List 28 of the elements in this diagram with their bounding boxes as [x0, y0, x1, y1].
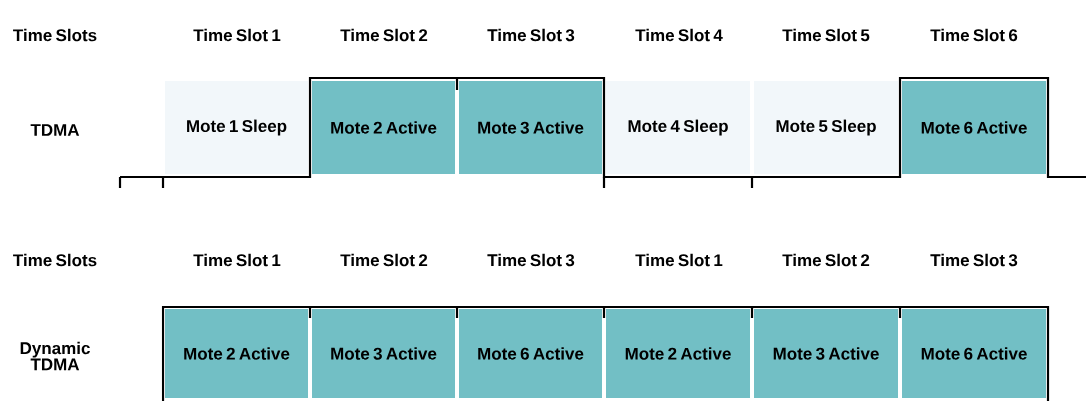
header-label: Time Slot 3 — [487, 28, 575, 42]
slot-box: Mote 2 Active — [165, 309, 308, 398]
slot-box: Mote 3 Active — [754, 309, 898, 398]
slot-box: Mote 5 Sleep — [754, 81, 898, 174]
slot-box: Mote 3 Active — [312, 309, 455, 398]
header-label: TDMA — [30, 124, 80, 136]
header-label: Time Slot 1 — [193, 28, 281, 42]
header-label: Time Slot 3 — [487, 253, 575, 267]
slot-box: Mote 2 Active — [312, 81, 455, 174]
header-label: Time Slot 6 — [930, 28, 1018, 42]
header-label: Time Slot 3 — [930, 253, 1018, 267]
header-label: Dynamic TDMA — [20, 341, 90, 371]
header-label: Time Slots — [13, 28, 97, 42]
header-label: Time Slots — [13, 253, 97, 267]
header-label: Time Slot 2 — [340, 253, 428, 267]
header-label: Time Slot 1 — [635, 253, 723, 267]
slot-box: Mote 3 Active — [459, 81, 602, 174]
header-label: Time Slot 5 — [782, 28, 870, 42]
header-label: Time Slot 1 — [193, 253, 281, 267]
header-label: Time Slot 4 — [635, 28, 723, 42]
header-label: Time Slot 2 — [340, 28, 428, 42]
header-label: Time Slot 2 — [782, 253, 870, 267]
slot-box: Mote 1 Sleep — [165, 81, 308, 174]
slot-box: Mote 6 Active — [459, 309, 602, 398]
slot-box: Mote 4 Sleep — [606, 81, 750, 174]
slot-box: Mote 6 Active — [902, 81, 1046, 174]
slot-box: Mote 2 Active — [606, 309, 750, 398]
slot-box: Mote 6 Active — [902, 309, 1046, 398]
